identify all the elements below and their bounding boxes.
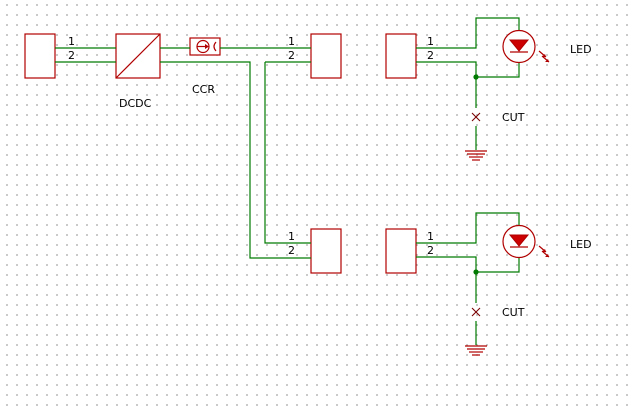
led-icon-bottom[interactable] [502,224,550,259]
led-connector-top-pin2-label: 2 [427,49,434,62]
input-connector-body[interactable] [24,33,56,79]
wire-led-bottom-anode[interactable] [416,212,520,244]
junction-bottom [473,269,479,275]
ccr-regulator[interactable]: CCR [189,37,221,96]
input-connector[interactable]: 1 2 [24,33,75,79]
dcdc-converter[interactable]: DCDC [115,33,161,110]
output-connector-top[interactable]: 1 2 [288,33,342,79]
ccr-arc [213,41,217,52]
cut-bottom-label: CUT [502,306,525,319]
wires-left [55,47,311,259]
output-connector-top-pin2-label: 2 [288,49,295,62]
led-top-label: LED [570,43,592,56]
cut-top-label: CUT [502,111,525,124]
led-bottom-triangle [508,234,530,247]
output-connector-top-pin1-label: 1 [288,35,295,48]
output-connector-bottom-pin1-label: 1 [288,230,295,243]
wire-led-top-cathode[interactable] [416,61,520,78]
output-connector-bottom-pin2-label: 2 [288,244,295,257]
led-module-bottom[interactable]: 1 2 LED CUT [385,212,592,356]
led-bottom-label: LED [570,238,592,251]
input-connector-pin2-label: 2 [68,49,75,62]
ground-bottom[interactable] [465,345,487,356]
output-connector-top-body[interactable] [310,33,342,79]
input-connector-pin1-label: 1 [68,35,75,48]
dcdc-diagonal [115,33,161,79]
output-connector-bottom-body[interactable] [310,228,342,274]
cut-marker-top[interactable] [471,112,481,122]
led-top-triangle [508,39,530,52]
led-bottom-ray2-head [545,254,549,257]
ccr-label: CCR [192,83,215,96]
wire-j2-branch[interactable] [264,62,311,244]
led-connector-top-body[interactable] [385,33,417,79]
cut-bottom-x2 [471,307,481,317]
led-connector-bottom-body[interactable] [385,228,417,274]
cut-marker-bottom[interactable] [471,307,481,317]
ccr-arrow-head [205,44,209,49]
output-connector-bottom[interactable]: 1 2 [288,228,342,274]
led-module-top[interactable]: 1 2 LED CUT [385,17,592,161]
cut-top-x2 [471,112,481,122]
wire-led-bottom-cathode[interactable] [416,256,520,273]
wire-led-top-anode[interactable] [416,17,520,49]
led-connector-bottom-pin1-label: 1 [427,230,434,243]
led-connector-top-pin1-label: 1 [427,35,434,48]
led-connector-bottom-pin2-label: 2 [427,244,434,257]
led-icon-top[interactable] [502,29,550,64]
ground-top[interactable] [465,150,487,161]
wire-dcdc-return[interactable] [160,61,311,259]
dcdc-label: DCDC [119,97,152,110]
junction-top [473,74,479,80]
led-top-ray2-head [545,59,549,62]
